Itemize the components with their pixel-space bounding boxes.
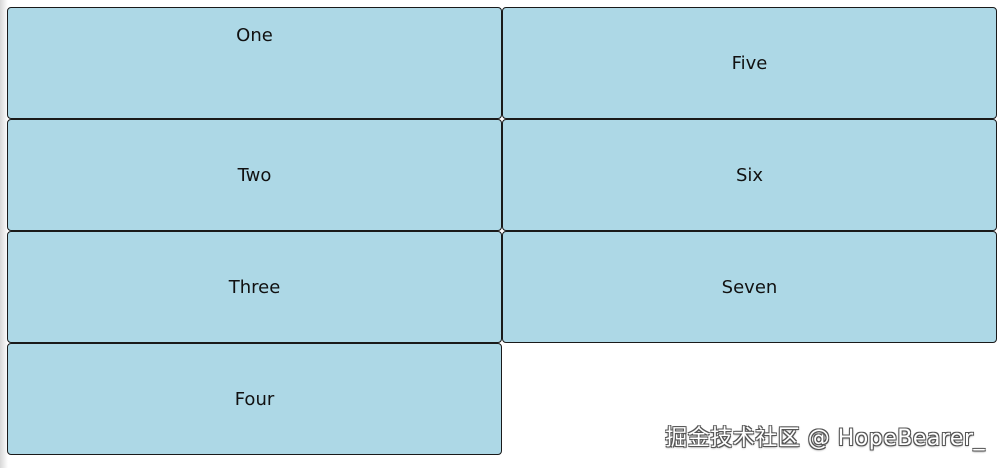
grid-container: One Two Three Four Five Six Seven <box>7 7 997 455</box>
grid-item-two: Two <box>7 119 502 231</box>
grid-item-three: Three <box>7 231 502 343</box>
grid-item-label: Six <box>735 164 764 186</box>
grid-item-label: One <box>236 25 273 46</box>
grid-item-one: One <box>7 7 502 119</box>
window-edge-shadow <box>0 0 8 468</box>
grid-item-label: Five <box>731 52 768 74</box>
grid-item-six: Six <box>502 119 997 231</box>
grid-item-label: Three <box>228 276 281 298</box>
grid-item-four: Four <box>7 343 502 455</box>
grid-item-five: Five <box>502 7 997 119</box>
grid-item-label: Two <box>237 164 272 186</box>
watermark-text: 掘金技术社区 @ HopeBearer_ <box>665 426 985 451</box>
grid-item-label: Four <box>234 388 275 410</box>
grid-item-label: Seven <box>721 276 778 298</box>
grid-item-seven: Seven <box>502 231 997 343</box>
